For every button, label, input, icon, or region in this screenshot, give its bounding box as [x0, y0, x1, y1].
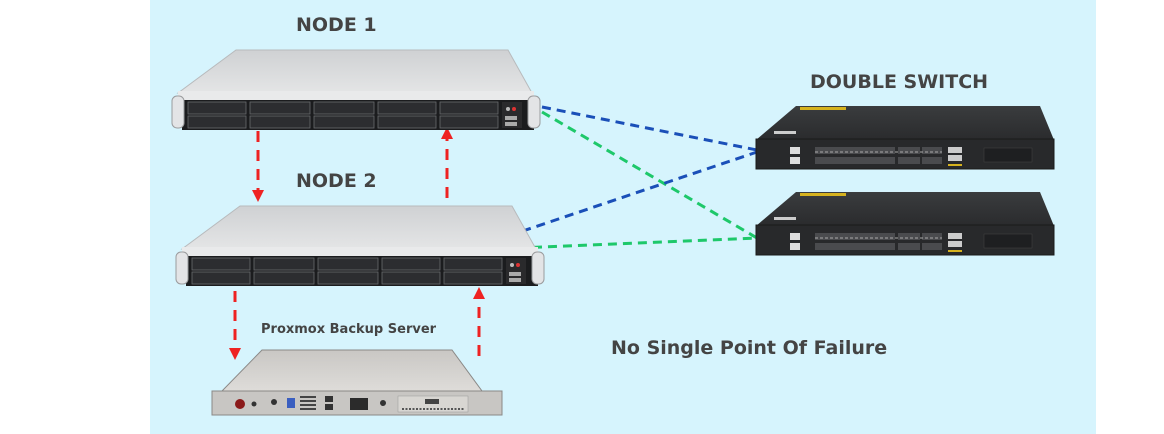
node2-label: NODE 2 [296, 170, 377, 192]
link-node2-switch1 [507, 150, 758, 238]
pbs-appliance [211, 349, 503, 416]
double-switch-label: DOUBLE SWITCH [810, 71, 989, 93]
link-node2-switch2 [517, 236, 758, 250]
switch2 [755, 192, 1055, 256]
diagram-caption: No Single Point Of Failure [611, 337, 888, 359]
node1-label: NODE 1 [296, 14, 377, 36]
network-links [507, 105, 758, 250]
switch1 [755, 106, 1055, 170]
backup-server-label: Proxmox Backup Server [261, 322, 437, 337]
node2-server [175, 205, 545, 286]
link-node1-switch1 [541, 105, 758, 152]
node1-server [171, 49, 541, 130]
replication-arrows [229, 127, 485, 360]
link-node1-switch2 [541, 110, 758, 240]
